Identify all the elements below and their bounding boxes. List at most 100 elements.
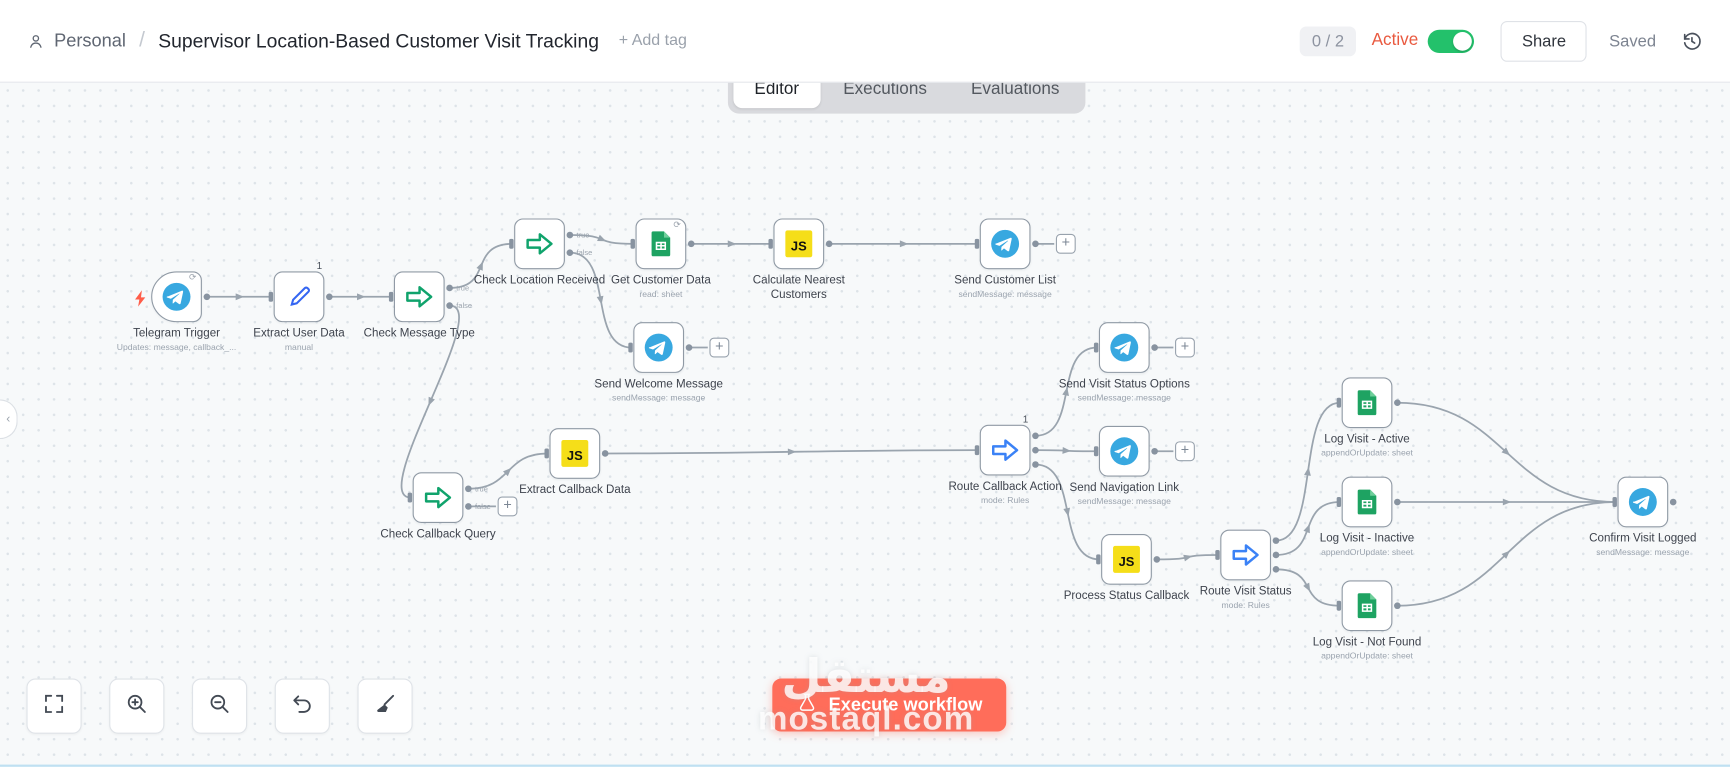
output-port[interactable] (1669, 498, 1677, 506)
node-check_callback_query[interactable] (412, 472, 464, 523)
share-button[interactable]: Share (1500, 20, 1588, 62)
items-count-badge: 1 (316, 260, 323, 272)
output-port[interactable] (446, 284, 453, 292)
output-port[interactable] (1394, 602, 1401, 610)
node-process_status_callback[interactable]: JS (1101, 534, 1152, 585)
undo-button[interactable] (274, 678, 330, 734)
node-telegram_trigger[interactable]: ⟳ (135, 271, 202, 323)
add-node-button[interactable]: + (497, 496, 518, 517)
node-calculate_nearest_customers[interactable]: JS (773, 218, 825, 270)
edge-arrow (1183, 554, 1193, 562)
node-log_visit_active[interactable] (1341, 377, 1393, 429)
history-icon[interactable] (1680, 29, 1703, 52)
input-port (544, 448, 549, 459)
breadcrumb-project[interactable]: Personal (54, 30, 126, 51)
switch-icon (1229, 538, 1262, 571)
edge-arrow (1303, 524, 1310, 534)
node-log_visit_inactive[interactable] (1341, 476, 1393, 528)
svg-text:JS: JS (791, 239, 807, 254)
edge-arrow (727, 240, 737, 248)
output-port[interactable] (446, 302, 453, 309)
node-extract_user_data[interactable]: 1 (273, 260, 325, 323)
output-label: true (576, 231, 589, 240)
edge-arrow (1303, 582, 1311, 592)
node-route_visit_status[interactable] (1220, 529, 1272, 581)
output-port[interactable] (1151, 447, 1158, 455)
output-port[interactable] (1153, 556, 1161, 563)
output-port[interactable] (601, 450, 609, 457)
output-port[interactable] (1032, 461, 1039, 468)
output-port[interactable] (1032, 446, 1039, 454)
top-bar: Personal / Supervisor Location-Based Cus… (0, 0, 1730, 83)
output-port[interactable] (1032, 432, 1039, 440)
input-port (509, 238, 514, 249)
add-node-button[interactable]: + (1175, 337, 1195, 358)
node-extract_callback_data[interactable]: JS (549, 428, 601, 479)
saved-status: Saved (1609, 31, 1657, 51)
tab-evaluations[interactable]: Evaluations (971, 79, 1060, 99)
output-port[interactable] (1272, 537, 1280, 544)
output-port[interactable] (566, 231, 574, 239)
telegram-icon (989, 227, 1022, 260)
execute-workflow-button[interactable]: Execute workflow (772, 678, 1007, 732)
output-port[interactable] (1272, 566, 1280, 573)
output-port[interactable] (566, 249, 574, 256)
refresh-icon: ⟳ (188, 272, 197, 283)
fit-view-icon (42, 691, 66, 721)
node-check_message_type[interactable] (393, 271, 445, 323)
if-icon (523, 227, 556, 260)
node-check_location_received[interactable] (514, 218, 565, 270)
edge-arrow (235, 293, 245, 301)
zoom-in-button[interactable] (109, 678, 165, 734)
add-tag-button[interactable]: + Add tag (618, 31, 687, 50)
toggle-knob (1453, 31, 1473, 51)
js-icon: JS (782, 227, 815, 260)
edit-icon (282, 280, 315, 313)
edge-arrow (596, 295, 604, 305)
edge-arrow (428, 396, 435, 406)
person-icon (26, 31, 45, 50)
header-left: Personal / Supervisor Location-Based Cus… (26, 29, 687, 53)
node-send_customer_list[interactable] (979, 218, 1031, 270)
output-port[interactable] (1394, 498, 1401, 506)
telegram-icon (1108, 331, 1141, 364)
fit-view-button[interactable] (26, 678, 82, 734)
node-route_callback_action[interactable]: 1 (979, 414, 1031, 476)
bolt-icon (134, 289, 148, 308)
output-port[interactable] (1151, 344, 1158, 351)
window-edge (0, 764, 1730, 767)
zoom-out-button[interactable] (191, 678, 248, 734)
tab-executions[interactable]: Executions (843, 79, 927, 99)
undo-icon (290, 691, 314, 721)
add-node-button[interactable]: + (709, 337, 730, 358)
add-node-button[interactable]: + (1175, 441, 1195, 462)
output-port[interactable] (465, 503, 472, 510)
output-port[interactable] (687, 240, 695, 248)
output-port[interactable] (326, 293, 333, 301)
edge-arrow (899, 240, 909, 248)
flask-icon (797, 692, 818, 718)
telegram-icon (1108, 435, 1141, 468)
node-send_welcome_message[interactable] (633, 322, 685, 373)
output-port[interactable] (465, 485, 472, 493)
evaluations-counter: 0 / 2 (1299, 25, 1357, 56)
output-port[interactable] (685, 344, 693, 351)
tidy-up-button[interactable] (357, 678, 413, 734)
active-toggle[interactable] (1428, 29, 1475, 53)
node-log_visit_not_found[interactable] (1341, 580, 1393, 632)
tidy-up-icon (373, 691, 397, 721)
node-confirm_visit_logged[interactable] (1617, 476, 1669, 528)
node-get_customer_data[interactable]: ⟳ (635, 218, 687, 270)
output-port[interactable] (1032, 240, 1039, 248)
output-port[interactable] (203, 293, 211, 301)
if-icon (421, 481, 454, 514)
edge-arrow (1062, 447, 1071, 454)
node-send_visit_status_options[interactable] (1098, 322, 1150, 373)
add-node-button[interactable]: + (1055, 233, 1076, 254)
output-port[interactable] (1272, 551, 1280, 559)
node-send_navigation_link[interactable] (1098, 425, 1150, 477)
output-port[interactable] (825, 240, 833, 248)
workflow-title[interactable]: Supervisor Location-Based Customer Visit… (158, 29, 599, 52)
output-port[interactable] (1394, 399, 1401, 407)
